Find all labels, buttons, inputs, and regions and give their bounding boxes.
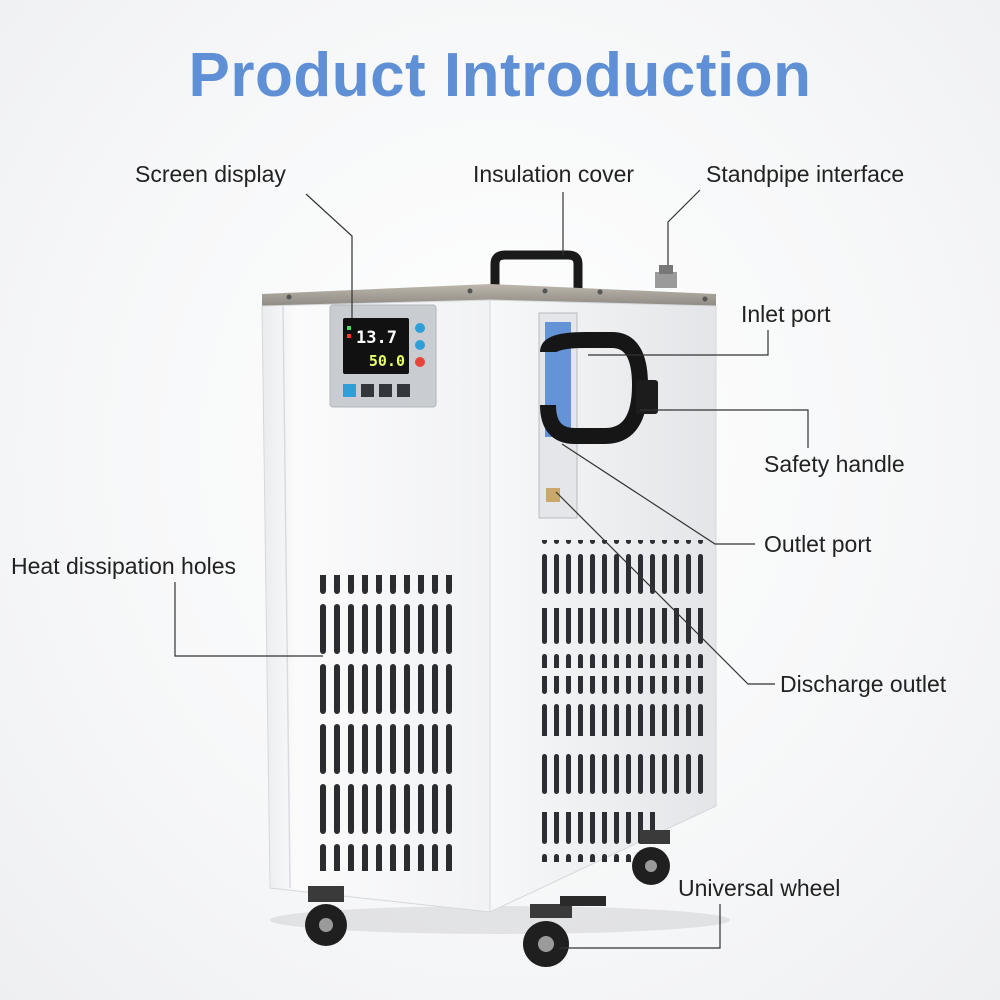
label-heat-dissipation-holes: Heat dissipation holes xyxy=(11,553,237,579)
label-outlet-port: Outlet port xyxy=(764,531,872,557)
leader-outlet-port xyxy=(561,443,755,545)
leader-discharge-outlet xyxy=(555,491,775,685)
page-title: Product Introduction xyxy=(188,41,812,110)
display-top-value: 13.7 xyxy=(356,328,397,348)
label-universal-wheel: Universal wheel xyxy=(678,875,841,901)
leader-heat-dissipation xyxy=(174,582,323,657)
display-bottom-value: 50.0 xyxy=(369,352,405,370)
top-plate xyxy=(262,284,716,306)
label-insulation-cover: Insulation cover xyxy=(473,161,635,187)
label-standpipe-interface: Standpipe interface xyxy=(706,161,905,187)
label-safety-handle: Safety handle xyxy=(764,451,905,477)
control-panel: 13.7 50.0 xyxy=(329,304,437,408)
leader-lines xyxy=(174,189,809,949)
label-inlet-port: Inlet port xyxy=(741,301,831,327)
leader-universal-wheel xyxy=(560,904,721,949)
leader-inlet-port xyxy=(588,330,769,356)
label-screen-display: Screen display xyxy=(135,161,286,187)
label-discharge-outlet: Discharge outlet xyxy=(780,671,947,697)
insulation-cover-handle xyxy=(490,250,583,290)
leader-safety-handle xyxy=(640,409,809,448)
leader-standpipe-interface xyxy=(667,189,701,265)
universal-wheels xyxy=(305,830,670,967)
front-vents xyxy=(316,575,458,871)
side-vents xyxy=(540,540,708,862)
leader-screen-display xyxy=(305,193,353,318)
safety-handle xyxy=(540,332,658,444)
